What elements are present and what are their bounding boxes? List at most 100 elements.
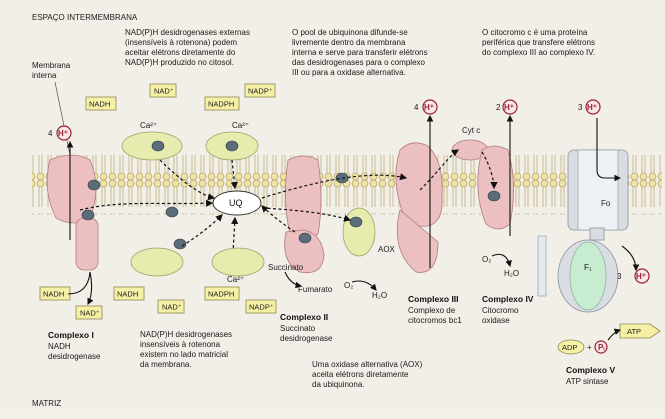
- ubiquinone-note: O pool de ubiquinona difunde-se livremen…: [292, 28, 428, 77]
- o2-label-c4: O₂: [482, 255, 491, 264]
- complex-iii: [396, 143, 442, 273]
- matrix-label: MATRIZ: [32, 399, 61, 408]
- nad-plus-label-c1: NAD⁺: [80, 309, 100, 318]
- svg-text:Complexo de: Complexo de: [408, 306, 456, 315]
- svg-text:desidrogenase: desidrogenase: [48, 352, 101, 361]
- succinate-arrow: [285, 272, 301, 286]
- atp-label: ATP: [627, 327, 641, 336]
- svg-text:ATP sintase: ATP sintase: [566, 377, 609, 386]
- complex-iv-caption: Complexo IV Citocromo oxidase: [482, 294, 534, 325]
- proton-label-c5-bottom: H⁺: [636, 272, 646, 281]
- proton-label-c3: H⁺: [424, 103, 434, 112]
- svg-text:da ubiquinona.: da ubiquinona.: [312, 380, 365, 389]
- membrane-pointer-line: [55, 82, 70, 155]
- electron-chip-membrane-1: [166, 207, 178, 217]
- svg-text:Complexo I: Complexo I: [48, 330, 94, 340]
- f1-label: F₁: [584, 263, 592, 272]
- external-dehydrogenase-note: NAD(P)H desidrogenases externas (insensí…: [125, 28, 250, 67]
- svg-text:aceitar elétrons diretamente d: aceitar elétrons diretamente do: [125, 48, 236, 57]
- svg-text:das desidrogenases para o comp: das desidrogenases para o complexo: [292, 58, 426, 67]
- svg-text:Complexo IV: Complexo IV: [482, 294, 534, 304]
- proton-label-c5-top: H⁺: [587, 103, 597, 112]
- electron-chip-ext1: [152, 141, 164, 151]
- aox-label: AOX: [378, 245, 396, 254]
- inner-membrane-label-1: Membrana: [32, 61, 71, 70]
- nadh-label-top: NADH: [89, 100, 110, 109]
- intermembrane-space-label: ESPAÇO INTERMEMBRANA: [32, 13, 138, 22]
- calcium-label-top-1: Ca²⁺: [140, 121, 157, 130]
- complex-i: [47, 155, 100, 270]
- svg-text:NAD(P)H desidrogenases externa: NAD(P)H desidrogenases externas: [125, 28, 250, 37]
- nadph-label-internal: NADPH: [208, 290, 234, 299]
- svg-text:periférica que transfere elétr: periférica que transfere elétrons: [482, 38, 595, 47]
- svg-text:O citocromo c é uma proteína: O citocromo c é uma proteína: [482, 28, 588, 37]
- internal-nadh-dehydrogenase: [131, 248, 183, 276]
- electron-path-int-uq-1: [182, 215, 222, 246]
- svg-text:Citocromo: Citocromo: [482, 306, 519, 315]
- calcium-label-bottom: Ca²⁺: [227, 275, 244, 284]
- complex-iii-caption: Complexo III Complexo de citocromos bc1: [408, 294, 462, 325]
- inner-membrane-label-2: interna: [32, 71, 57, 80]
- svg-text:citocromos bc1: citocromos bc1: [408, 316, 462, 325]
- svg-text:Succinato: Succinato: [280, 324, 316, 333]
- svg-text:interna e serve para transferi: interna e serve para transferir elétrons: [292, 48, 428, 57]
- o2-label-aox: O₂: [344, 281, 353, 290]
- svg-text:Complexo III: Complexo III: [408, 294, 459, 304]
- cytochrome-c-note: O citocromo c é uma proteína periférica …: [482, 28, 595, 57]
- svg-text:NAD(P)H produzido no citosol.: NAD(P)H produzido no citosol.: [125, 58, 234, 67]
- complex-v-caption: Complexo V ATP sintase: [566, 365, 615, 386]
- svg-text:(insensíveis à rotenona) podem: (insensíveis à rotenona) podem: [125, 38, 237, 47]
- svg-text:do complexo III ao complexo IV: do complexo III ao complexo IV.: [482, 48, 595, 57]
- proton-label-c1: H⁺: [58, 129, 68, 138]
- h2o-label-aox: H₂O: [372, 291, 387, 300]
- svg-text:insensíveis à rotenona: insensíveis à rotenona: [140, 340, 221, 349]
- nadh-label-internal: NADH: [117, 290, 138, 299]
- svg-text:Uma oxidase alternativa (AOX): Uma oxidase alternativa (AOX): [312, 360, 423, 369]
- complex-ii-caption: Complexo II Succinato desidrogenase: [280, 312, 333, 343]
- proton-arrow-c5-bottom: [622, 246, 636, 270]
- inner-membrane: [32, 155, 662, 215]
- c4-water-arrow: [492, 254, 510, 266]
- svg-text:Complexo II: Complexo II: [280, 312, 328, 322]
- aox-water-arrow: [352, 281, 376, 290]
- nadh-arrow-c1: [68, 272, 90, 294]
- svg-text:desidrogenase: desidrogenase: [280, 334, 333, 343]
- svg-text:existem no lado matricial: existem no lado matricial: [140, 350, 228, 359]
- calcium-label-top-2: Ca²⁺: [232, 121, 249, 130]
- nadph-label-top: NADPH: [208, 100, 234, 109]
- internal-nadph-dehydrogenase: [212, 248, 264, 276]
- fumarate-label: Fumarato: [298, 285, 333, 294]
- fo-label: Fo: [601, 199, 611, 208]
- svg-text:NADH: NADH: [48, 342, 71, 351]
- succinate-label: Succinato: [268, 263, 304, 272]
- cytochrome-c-label: Cyt c: [462, 126, 480, 135]
- nadp-plus-label-internal: NADP⁺: [249, 303, 274, 312]
- nadh-label-c1: NADH: [43, 290, 64, 299]
- complex-v-proton-count: 3: [578, 103, 583, 112]
- svg-text:O pool de ubiquinona difunde-s: O pool de ubiquinona difunde-se: [292, 28, 408, 37]
- complex-iii-proton-count: 4: [414, 103, 419, 112]
- internal-dehydrogenase-note: NAD(P)H desidrogenases insensíveis à rot…: [140, 330, 232, 369]
- complex-v-proton-count-bottom: 3: [617, 272, 622, 281]
- complex-i-proton-count: 4: [48, 129, 53, 138]
- electron-chip-membrane-3: [336, 173, 348, 183]
- complex-iv-proton-count: 2: [496, 103, 501, 112]
- svg-text:III ou para a oxidase alternat: III ou para a oxidase alternativa.: [292, 68, 406, 77]
- complex-iv: [478, 146, 514, 229]
- complex-i-caption: Complexo I NADH desidrogenase: [48, 330, 101, 361]
- h2o-label-c4: H₂O: [504, 269, 519, 278]
- plus-sign: +: [587, 343, 592, 352]
- ubiquinone-label: UQ: [229, 198, 243, 208]
- svg-text:aceita elétrons diretamente: aceita elétrons diretamente: [312, 370, 409, 379]
- nadp-plus-label-top: NADP⁺: [248, 87, 273, 96]
- svg-text:oxidase: oxidase: [482, 316, 510, 325]
- svg-text:livremente dentro da membrana: livremente dentro da membrana: [292, 38, 406, 47]
- nad-plus-label-top: NAD⁺: [154, 87, 174, 96]
- svg-text:da membrana.: da membrana.: [140, 360, 192, 369]
- complex-ii: [285, 156, 324, 273]
- aox-note: Uma oxidase alternativa (AOX) aceita elé…: [312, 360, 423, 389]
- proton-label-c4: H⁺: [504, 103, 514, 112]
- alternative-oxidase: [343, 208, 375, 256]
